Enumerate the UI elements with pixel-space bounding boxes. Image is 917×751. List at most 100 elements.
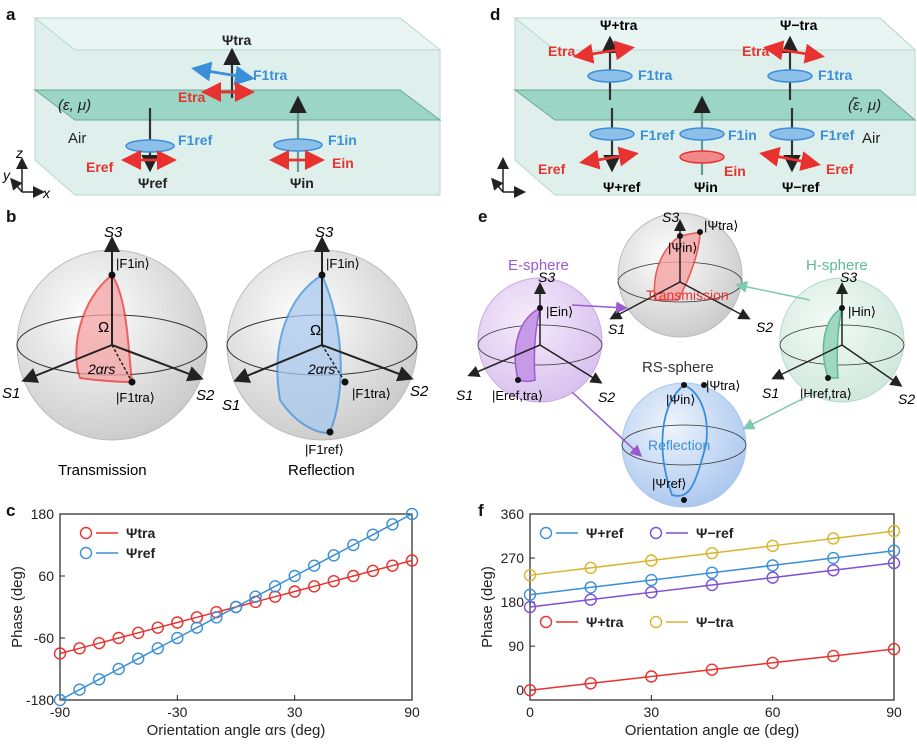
legend-marker: [649, 615, 663, 629]
panel-label-f: f: [478, 501, 484, 520]
s2-label-2: S2: [410, 383, 429, 400]
air-label-d: Air: [862, 130, 880, 147]
h-top: |Hin⟩: [848, 304, 876, 319]
x-tick-label: 90: [886, 704, 902, 720]
f-in-top-2: |F1in⟩: [326, 256, 360, 271]
c-s3: S3: [662, 209, 679, 225]
data-point: [112, 662, 125, 676]
rs-bottom: |Ψref⟩: [652, 476, 686, 491]
data-point: [171, 616, 184, 629]
data-point: [151, 642, 164, 655]
data-point: [405, 507, 419, 521]
data-point: [190, 621, 204, 634]
legend-label: Ψref: [126, 545, 156, 561]
series-line: [529, 530, 895, 576]
medium-label-d: (ε̃, μ): [848, 97, 881, 114]
data-point: [887, 642, 901, 656]
e-tra-label: Etra: [178, 89, 205, 105]
data-point: [268, 580, 282, 593]
f-ref-bottom-2: |F1ref⟩: [305, 442, 344, 457]
y-axis-label: Phase (deg): [479, 566, 496, 648]
medium-label: (ε, μ): [58, 97, 91, 114]
plot-frame: [529, 513, 895, 701]
data-point: [288, 569, 301, 583]
data-point: [645, 554, 658, 567]
data-point: [766, 571, 779, 584]
data-point: [523, 568, 537, 582]
y-tick-label: 90: [508, 638, 524, 654]
caption-reflection: Reflection: [288, 462, 355, 479]
e-top: |Ein⟩: [546, 304, 573, 319]
panel-label-c: c: [6, 501, 15, 520]
psi-ref-label: Ψref: [138, 175, 168, 191]
f-tra-eq-2: |F1tra⟩: [352, 386, 391, 401]
f-tra-label: F1tra: [253, 67, 287, 83]
psi-in-d: Ψin: [694, 179, 718, 195]
data-point: [584, 581, 597, 594]
f-tra-d1: F1tra: [638, 67, 672, 83]
data-point: [405, 554, 419, 567]
e-in-label: Ein: [332, 155, 354, 171]
legend-label: Ψ−ref: [696, 525, 734, 541]
e-in-d: Ein: [724, 163, 746, 179]
y-tick-label: -180: [26, 692, 54, 708]
omega-1: Ω: [98, 319, 109, 336]
data-point: [705, 566, 719, 579]
f-in-top-1: |F1in⟩: [116, 256, 150, 271]
h-s2: S2: [898, 391, 915, 407]
psi-in-label: Ψin: [290, 175, 314, 191]
y-tick-label: -60: [34, 630, 54, 646]
panel-d: d (ε̃, μ) Air Ψ+tra F1tra Etra Ψ−tra F1t…: [490, 5, 917, 198]
data-point: [827, 532, 840, 545]
x-tick-label: 0: [526, 704, 534, 720]
sphere-reflection: S3 S1 S2 |F1in⟩ |F1tra⟩ |F1ref⟩ Ω 2αrs R…: [222, 224, 429, 479]
data-point: [73, 683, 86, 696]
panel-label-b: b: [6, 207, 16, 226]
e-tra-d1: Etra: [548, 43, 575, 59]
omega-2: Ω: [310, 322, 321, 339]
c-top2: |Ψin⟩: [668, 240, 697, 255]
e-s1: S1: [456, 387, 473, 403]
data-point: [92, 636, 106, 650]
x-axis-label: Orientation angle αrs (deg): [147, 722, 326, 739]
series-line: [529, 549, 895, 596]
sphere-transmission: S3 S1 S2 |F1in⟩ |F1tra⟩ Ω 2αrs Transmiss…: [2, 224, 215, 479]
caption-transmission: Transmission: [58, 462, 147, 479]
f-ref-label: F1ref: [178, 132, 213, 148]
panel-label-d: d: [490, 5, 500, 24]
psi-tra-plus: Ψ+tra: [600, 17, 638, 33]
data-point: [887, 544, 901, 557]
f-in-label: F1in: [328, 132, 357, 148]
data-point: [584, 677, 597, 690]
y-tick-label: 180: [501, 594, 525, 610]
data-point: [827, 564, 840, 577]
transmission-sphere: S3 S1 S2 |Ψtra⟩ |Ψin⟩ Transmission: [608, 209, 773, 338]
x-tick-label: 30: [644, 704, 660, 720]
axis-z: z: [15, 145, 23, 161]
axis-x: x: [42, 185, 51, 201]
data-point: [132, 652, 145, 665]
legend-marker: [539, 526, 553, 540]
data-point: [827, 649, 840, 663]
data-point: [645, 670, 658, 683]
h-sphere: H-sphere S3 S1 S2 |Hin⟩ |Href,tra⟩: [762, 257, 915, 407]
data-point: [523, 600, 537, 614]
e-sphere: E-sphere S3 S1 S2 |Ein⟩ |Eref,tra⟩: [456, 257, 615, 405]
rs-sphere: RS-sphere |Ψin⟩ |Ψtra⟩ Reflection |Ψref⟩: [621, 359, 747, 508]
x-tick-label: 90: [404, 704, 420, 720]
data-point: [386, 518, 399, 531]
data-point: [308, 580, 321, 593]
data-point: [705, 663, 719, 676]
data-point: [171, 631, 184, 645]
c-s1: S1: [608, 321, 625, 337]
psi-ref-minus: Ψ−ref: [782, 179, 820, 195]
data-point: [887, 556, 901, 570]
e-s2: S2: [598, 389, 615, 405]
data-point: [766, 559, 779, 572]
f-ref-d2: F1ref: [820, 127, 855, 143]
x-axis-label: Orientation angle αe (deg): [625, 722, 800, 739]
data-point: [327, 574, 340, 588]
